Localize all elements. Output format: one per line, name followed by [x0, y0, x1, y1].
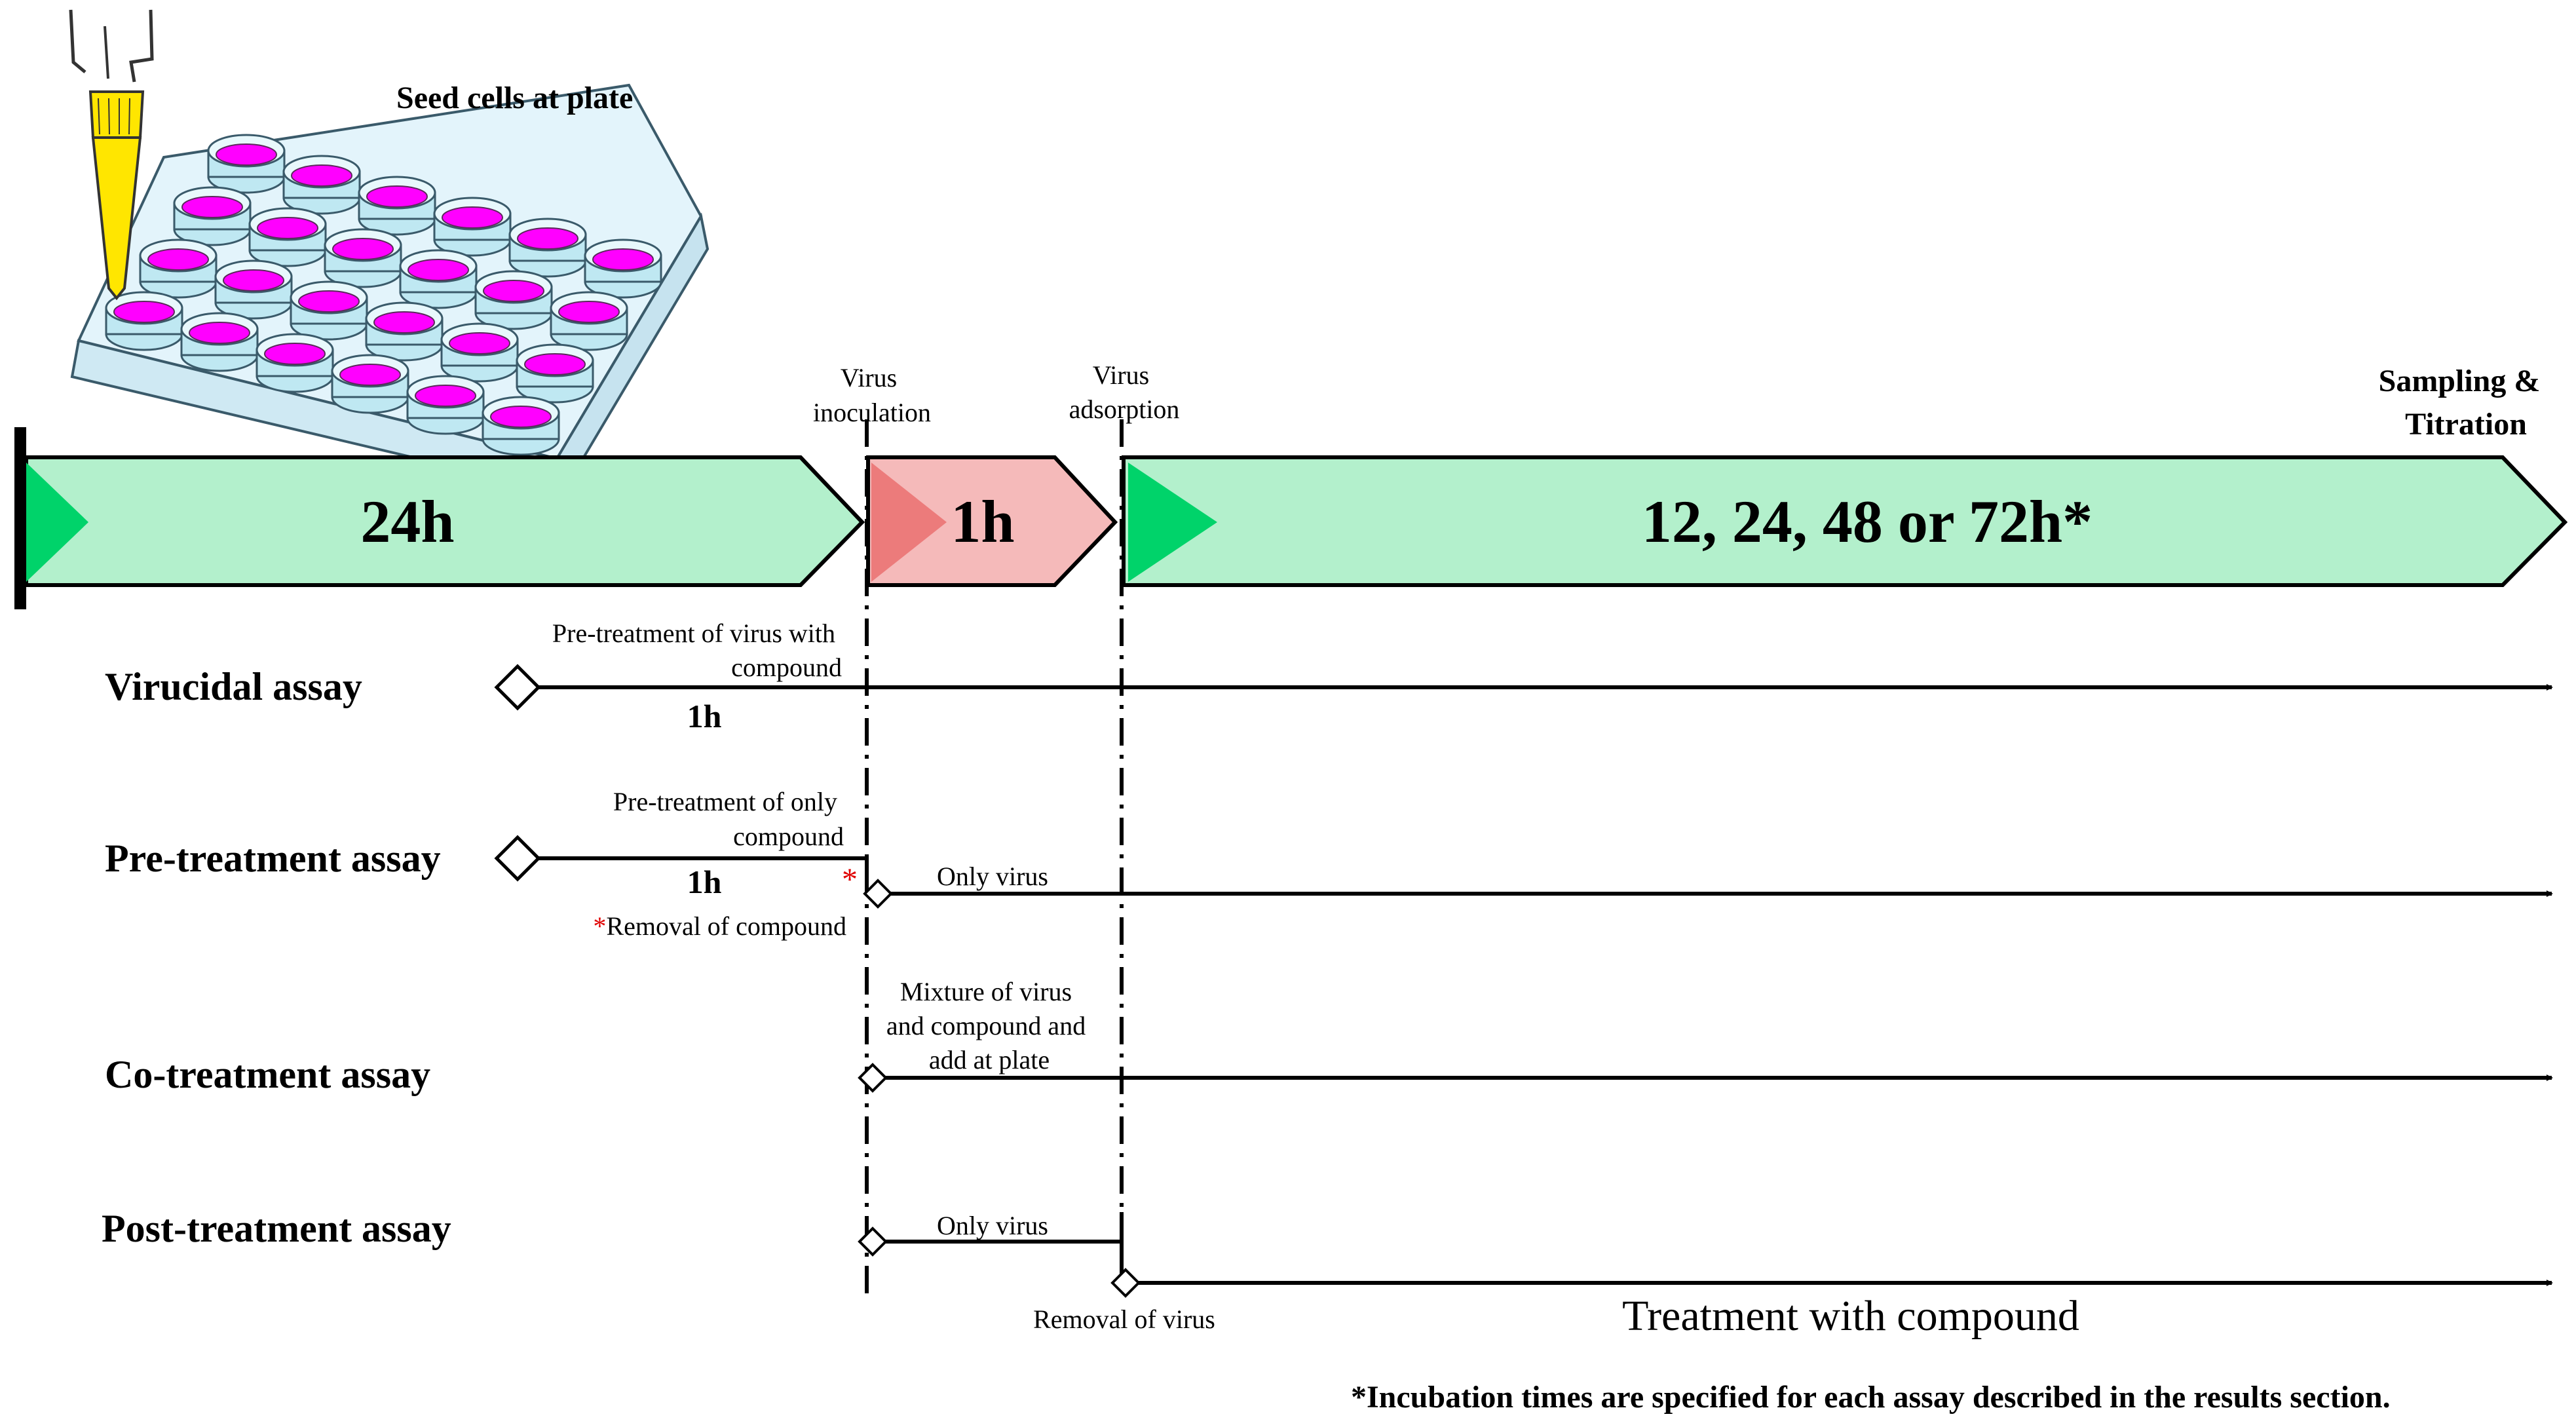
pretreatment-start-diamond: [494, 835, 541, 882]
well: [207, 134, 286, 194]
well: [105, 291, 183, 351]
well: [550, 291, 628, 351]
well: [365, 301, 444, 362]
well: [440, 322, 519, 383]
cotreatment-diamond: [858, 1063, 888, 1093]
timeline-segment-1h: [866, 455, 1118, 587]
segment-24h-label: 24h: [360, 488, 454, 555]
removal-of-compound-label: *Removal of compound: [593, 911, 846, 941]
well: [248, 207, 327, 267]
removal-star-marker: *: [842, 862, 858, 897]
well: [180, 312, 259, 372]
pipette-icon: [69, 9, 154, 301]
pretreatment-assay-row: Pre-treatment assay Pre-treatment of onl…: [105, 787, 2553, 941]
segment-1h-arrow-icon: [871, 463, 947, 582]
removal-of-virus-label: Removal of virus: [1033, 1304, 1215, 1334]
posttreatment-virus-diamond: [858, 1227, 888, 1257]
cotreatment-assay-row: Co-treatment assay Mixture of virus and …: [105, 977, 2553, 1096]
well-plate-illustration: [69, 9, 710, 495]
pretreatment-only-virus-label: Only virus: [937, 862, 1048, 891]
well: [324, 228, 402, 288]
well: [482, 396, 560, 456]
posttreatment-only-virus-label: Only virus: [937, 1211, 1048, 1240]
virucidal-assay-label: Virucidal assay: [105, 665, 362, 708]
well: [508, 218, 587, 278]
well: [358, 176, 436, 236]
well: [139, 238, 218, 299]
treatment-with-compound-label: Treatment with compound: [1622, 1292, 2079, 1340]
pretreatment-note: Pre-treatment of only compound: [613, 787, 844, 851]
segment-incubation-label: 12, 24, 48 or 72h*: [1642, 488, 2093, 555]
posttreatment-compound-diamond: [1110, 1268, 1141, 1298]
timeline-start-bar: [14, 427, 26, 609]
pretreatment-assay-label: Pre-treatment assay: [105, 837, 441, 880]
well: [331, 354, 409, 414]
virus-adsorption-label: Virus adsorption: [1069, 360, 1180, 424]
sampling-titration-label: Sampling & Titration: [2379, 364, 2548, 442]
pretreatment-virus-diamond: [863, 879, 893, 909]
incubation-footnote: *Incubation times are specified for each…: [1351, 1380, 2391, 1415]
timeline-segment-incubation: [1122, 455, 2568, 587]
plate-title: Seed cells at plate: [396, 81, 633, 115]
segment-1h-label: 1h: [951, 488, 1014, 555]
well: [474, 270, 553, 330]
well: [433, 197, 512, 257]
well: [173, 186, 252, 246]
well: [214, 259, 293, 320]
posttreatment-assay-row: Post-treatment assay Only virus Removal …: [102, 1207, 2553, 1340]
virus-inoculation-label: Virus inoculation: [813, 363, 931, 427]
wells: [105, 134, 662, 456]
well: [290, 280, 368, 341]
well: [516, 343, 594, 404]
well: [282, 155, 361, 215]
well: [256, 333, 334, 393]
virucidal-duration: 1h: [687, 698, 722, 734]
virucidal-note: Pre-treatment of virus with compound: [552, 618, 842, 682]
well: [406, 375, 485, 435]
well: [584, 238, 662, 299]
virucidal-assay-row: Virucidal assay Pre-treatment of virus w…: [105, 618, 2553, 734]
segment-incubation-arrow-icon: [1128, 463, 1217, 582]
posttreatment-assay-label: Post-treatment assay: [102, 1207, 451, 1250]
virucidal-start-diamond: [494, 664, 541, 711]
cotreatment-assay-label: Co-treatment assay: [105, 1053, 430, 1096]
well: [399, 249, 478, 309]
start-play-arrow-icon: [26, 463, 88, 582]
cotreatment-note: Mixture of virus and compound and add at…: [886, 977, 1092, 1075]
pretreatment-duration: 1h: [687, 864, 722, 900]
timeline: 24h 1h 12, 24, 48 or 72h*: [14, 427, 2568, 609]
